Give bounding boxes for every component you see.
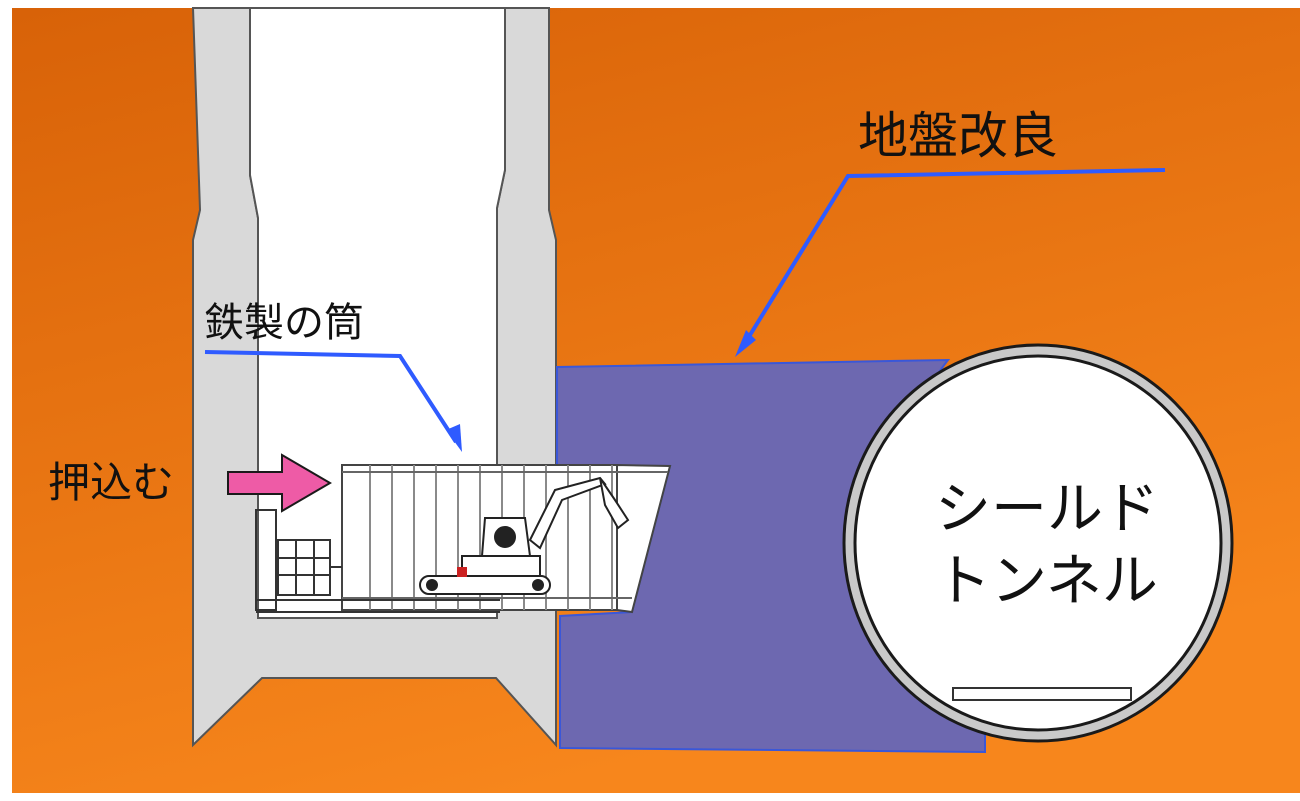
arrow-right-icon bbox=[227, 453, 332, 513]
leader-ground-improvement bbox=[740, 168, 1166, 350]
label-shield-tunnel-line2: トンネル bbox=[935, 549, 1158, 614]
steel-tube-front bbox=[616, 463, 672, 614]
label-ground-improvement: 地盤改良 bbox=[858, 107, 1058, 165]
excavator-icon bbox=[419, 476, 630, 595]
label-push-in: 押込む bbox=[48, 458, 174, 507]
shield-tunnel bbox=[842, 343, 1234, 743]
thrust-frame bbox=[255, 509, 500, 613]
shield-tunnel-inner bbox=[853, 354, 1223, 732]
label-shield-tunnel-line1: シールド bbox=[935, 477, 1159, 542]
leader-steel-tube bbox=[204, 350, 458, 444]
label-steel-tube: 鉄製の筒 bbox=[204, 300, 364, 346]
leader-ground-improvement-arrowhead bbox=[735, 330, 756, 357]
leader-steel-tube-arrowhead bbox=[446, 424, 462, 452]
tunnel-invert-slab bbox=[952, 687, 1132, 701]
